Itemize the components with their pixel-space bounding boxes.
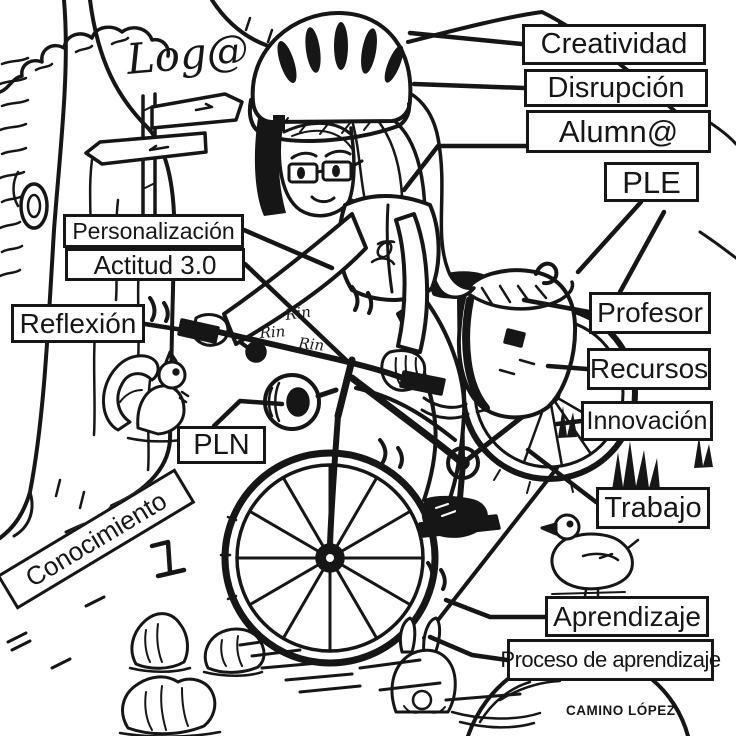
artist-signature: Log@ xyxy=(124,25,251,85)
glasses xyxy=(287,159,364,184)
leader-trabajo xyxy=(525,447,599,505)
label-trabajo: Trabajo xyxy=(596,487,710,529)
leader-pln xyxy=(211,398,285,429)
bell xyxy=(245,341,267,363)
duck xyxy=(540,513,640,610)
label-pln: PLN xyxy=(177,426,266,464)
eye-left xyxy=(297,167,305,179)
label-ple: PLE xyxy=(604,162,699,202)
hair-strand-left xyxy=(254,118,286,216)
artwork-credit: CAMINO LÓPEZ xyxy=(566,703,676,718)
bicycle-helmet xyxy=(248,10,413,143)
girl-cyclist xyxy=(191,10,488,538)
hair-back xyxy=(346,83,476,299)
leader-aprendizaje xyxy=(443,597,548,620)
eye-right xyxy=(332,165,340,177)
dirt-path xyxy=(422,466,559,640)
grip-right xyxy=(399,370,446,396)
wooden-signpost xyxy=(84,92,244,216)
crank xyxy=(455,460,466,525)
leader-alumno xyxy=(401,143,529,193)
leader-creatividad xyxy=(407,30,525,47)
conocimiento-sign-stand xyxy=(149,539,187,579)
rabbit xyxy=(390,616,542,729)
motion-marks xyxy=(148,285,447,591)
label-disrupcion: Disrupción xyxy=(524,69,708,107)
leader-ple-1 xyxy=(575,199,644,275)
bicycle xyxy=(177,318,501,667)
leader-recursos xyxy=(545,363,590,372)
leader-innovacion xyxy=(554,418,584,427)
leader-lines xyxy=(142,30,667,663)
arm-left xyxy=(222,212,368,346)
smile xyxy=(310,195,336,204)
label-profesor: Profesor xyxy=(589,292,711,334)
pannier-bag xyxy=(456,261,578,420)
leader-disrupcion xyxy=(411,81,527,91)
arm-right xyxy=(394,212,430,354)
label-personalizacion: Personalización xyxy=(63,214,244,248)
leader-personalizacion xyxy=(241,227,335,271)
fringe xyxy=(282,121,356,140)
bell-sound-2: Rin xyxy=(258,322,286,342)
label-aprendizaje: Aprendizaje xyxy=(545,596,709,637)
handlebar xyxy=(207,327,411,383)
label-proceso-de-aprendizaje: Proceso de aprendizaje xyxy=(500,639,721,681)
pedal xyxy=(418,514,501,538)
front-wheel xyxy=(219,449,439,667)
grass xyxy=(558,406,713,490)
label-creatividad: Creatividad xyxy=(522,24,706,65)
label-alumno: Alumn@ xyxy=(526,110,711,153)
bell-sound-3: Rin xyxy=(297,334,326,355)
leader-actitud xyxy=(242,261,349,363)
label-reflexion: Reflexión xyxy=(11,304,145,343)
vest-monogram xyxy=(370,240,396,266)
leader-ple-2 xyxy=(617,209,667,295)
squirrel xyxy=(102,350,190,443)
label-innovacion: Innovación xyxy=(581,401,713,441)
leader-proceso xyxy=(427,634,510,663)
rocks xyxy=(118,612,266,736)
leader-profesor xyxy=(521,297,592,315)
label-recursos: Recursos xyxy=(587,348,711,390)
leader-reflexion xyxy=(142,321,199,335)
label-actitud-3-0: Actitud 3.0 xyxy=(65,248,245,281)
